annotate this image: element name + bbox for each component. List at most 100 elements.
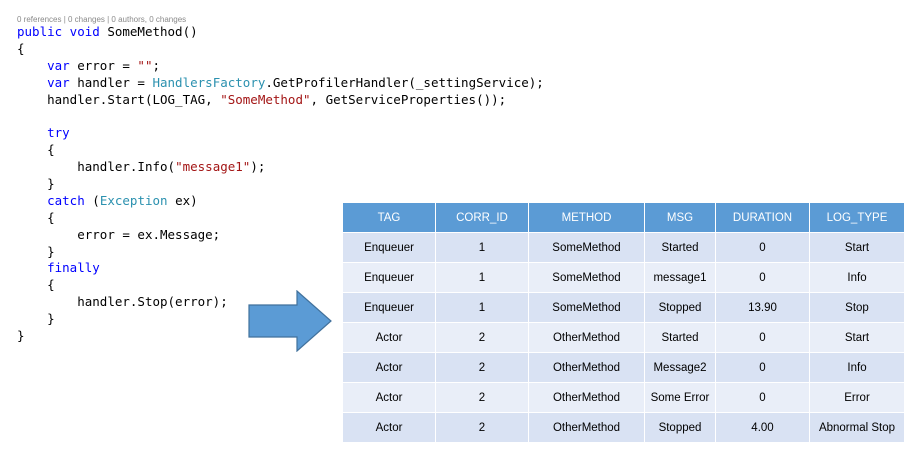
cell-tag: Actor — [342, 322, 436, 353]
cell-method: SomeMethod — [528, 262, 645, 293]
code-text: ex) — [167, 192, 198, 208]
code-line-12: { — [17, 210, 544, 227]
close-brace: } — [47, 311, 55, 327]
cell-log-type: Stop — [809, 292, 905, 323]
cell-duration: 0 — [715, 232, 810, 263]
code-line-8: { — [17, 142, 544, 159]
code-text: ( — [84, 192, 100, 208]
code-line-14: } — [17, 244, 544, 261]
open-brace: { — [47, 209, 55, 225]
cell-log-type: Error — [809, 382, 905, 413]
cell-duration: 0 — [715, 352, 810, 383]
cell-method: OtherMethod — [528, 412, 645, 443]
column-header-tag: TAG — [342, 202, 436, 233]
code-line-1: public void SomeMethod() — [17, 24, 544, 41]
method-signature: SomeMethod() — [99, 24, 198, 39]
cell-corr-id: 1 — [435, 292, 529, 323]
table-row: Enqueuer 1 SomeMethod Stopped 13.90 Stop — [342, 292, 905, 323]
arrow-shape — [248, 290, 332, 352]
string-literal: "" — [137, 57, 153, 73]
string-literal: "SomeMethod" — [220, 91, 311, 107]
cell-log-type: Abnormal Stop — [809, 412, 905, 443]
cell-msg: message1 — [644, 262, 716, 293]
cell-corr-id: 1 — [435, 232, 529, 263]
code-line-13: error = ex.Message; — [17, 227, 544, 244]
cell-msg: Message2 — [644, 352, 716, 383]
codelens-info[interactable]: 0 references | 0 changes | 0 authors, 0 … — [17, 15, 187, 24]
table-row: Enqueuer 1 SomeMethod Started 0 Start — [342, 232, 905, 263]
column-header-method: METHOD — [528, 202, 645, 233]
cell-method: SomeMethod — [528, 292, 645, 323]
cell-log-type: Start — [809, 322, 905, 353]
code-line-3: var error = ""; — [17, 58, 544, 75]
code-text: ; — [152, 57, 161, 73]
cell-msg: Stopped — [644, 292, 716, 323]
cell-duration: 4.00 — [715, 412, 810, 443]
cell-msg: Started — [644, 322, 716, 353]
code-text: error = ex.Message; — [77, 226, 221, 242]
right-arrow-icon — [248, 290, 332, 352]
close-brace: } — [47, 176, 55, 192]
code-line-2: { — [17, 41, 544, 58]
cell-log-type: Start — [809, 232, 905, 263]
cell-method: SomeMethod — [528, 232, 645, 263]
open-brace: { — [47, 277, 55, 293]
keyword-var: var — [47, 57, 70, 73]
code-line-18: } — [17, 311, 544, 328]
cell-log-type: Info — [809, 262, 905, 293]
cell-method: OtherMethod — [528, 322, 645, 353]
code-line-6 — [17, 108, 544, 125]
cell-duration: 0 — [715, 262, 810, 293]
code-text: error = — [69, 57, 138, 73]
keyword-finally: finally — [47, 260, 100, 276]
table-row: Actor 2 OtherMethod Message2 0 Info — [342, 352, 905, 383]
cell-tag: Enqueuer — [342, 262, 436, 293]
close-brace: } — [47, 243, 55, 259]
open-brace: { — [47, 142, 55, 158]
type-name: HandlersFactory — [152, 74, 266, 90]
code-line-16: { — [17, 277, 544, 294]
cell-duration: 0 — [715, 382, 810, 413]
cell-corr-id: 2 — [435, 382, 529, 413]
code-line-4: var handler = HandlersFactory.GetProfile… — [17, 75, 544, 92]
table-header-row: TAG CORR_ID METHOD MSG DURATION LOG_TYPE — [342, 202, 905, 233]
type-name: Exception — [99, 192, 168, 208]
code-line-19: } — [17, 328, 544, 345]
code-text: .GetProfilerHandler(_settingService); — [265, 74, 544, 90]
code-text: handler.Info( — [77, 159, 176, 175]
code-line-15: finally — [17, 260, 544, 277]
keyword-try: try — [47, 125, 70, 141]
cell-duration: 13.90 — [715, 292, 810, 323]
cell-msg: Started — [644, 232, 716, 263]
keyword-var: var — [47, 74, 70, 90]
cell-method: OtherMethod — [528, 352, 645, 383]
open-brace: { — [17, 40, 25, 56]
code-editor[interactable]: public void SomeMethod(){ var error = ""… — [17, 24, 544, 345]
code-text: handler.Stop(error); — [77, 294, 228, 310]
keyword-public-void: public void — [17, 24, 100, 39]
code-line-5: handler.Start(LOG_TAG, "SomeMethod", Get… — [17, 92, 544, 109]
cell-msg: Stopped — [644, 412, 716, 443]
string-literal: "message1" — [175, 159, 251, 175]
code-line-9: handler.Info("message1"); — [17, 159, 544, 176]
table-row: Enqueuer 1 SomeMethod message1 0 Info — [342, 262, 905, 293]
cell-corr-id: 2 — [435, 322, 529, 353]
table-row: Actor 2 OtherMethod Stopped 4.00 Abnorma… — [342, 412, 905, 443]
cell-tag: Actor — [342, 352, 436, 383]
close-brace: } — [17, 328, 25, 344]
cell-tag: Actor — [342, 412, 436, 443]
table-row: Actor 2 OtherMethod Started 0 Start — [342, 322, 905, 353]
code-text: , GetServiceProperties()); — [310, 91, 507, 107]
code-text: handler = — [69, 74, 153, 90]
column-header-corr-id: CORR_ID — [435, 202, 529, 233]
cell-corr-id: 2 — [435, 412, 529, 443]
cell-corr-id: 2 — [435, 352, 529, 383]
cell-msg: Some Error — [644, 382, 716, 413]
code-line-7: try — [17, 125, 544, 142]
code-line-17: handler.Stop(error); — [17, 294, 544, 311]
cell-duration: 0 — [715, 322, 810, 353]
cell-method: OtherMethod — [528, 382, 645, 413]
code-line-11: catch (Exception ex) — [17, 193, 544, 210]
code-line-10: } — [17, 176, 544, 193]
cell-corr-id: 1 — [435, 262, 529, 293]
